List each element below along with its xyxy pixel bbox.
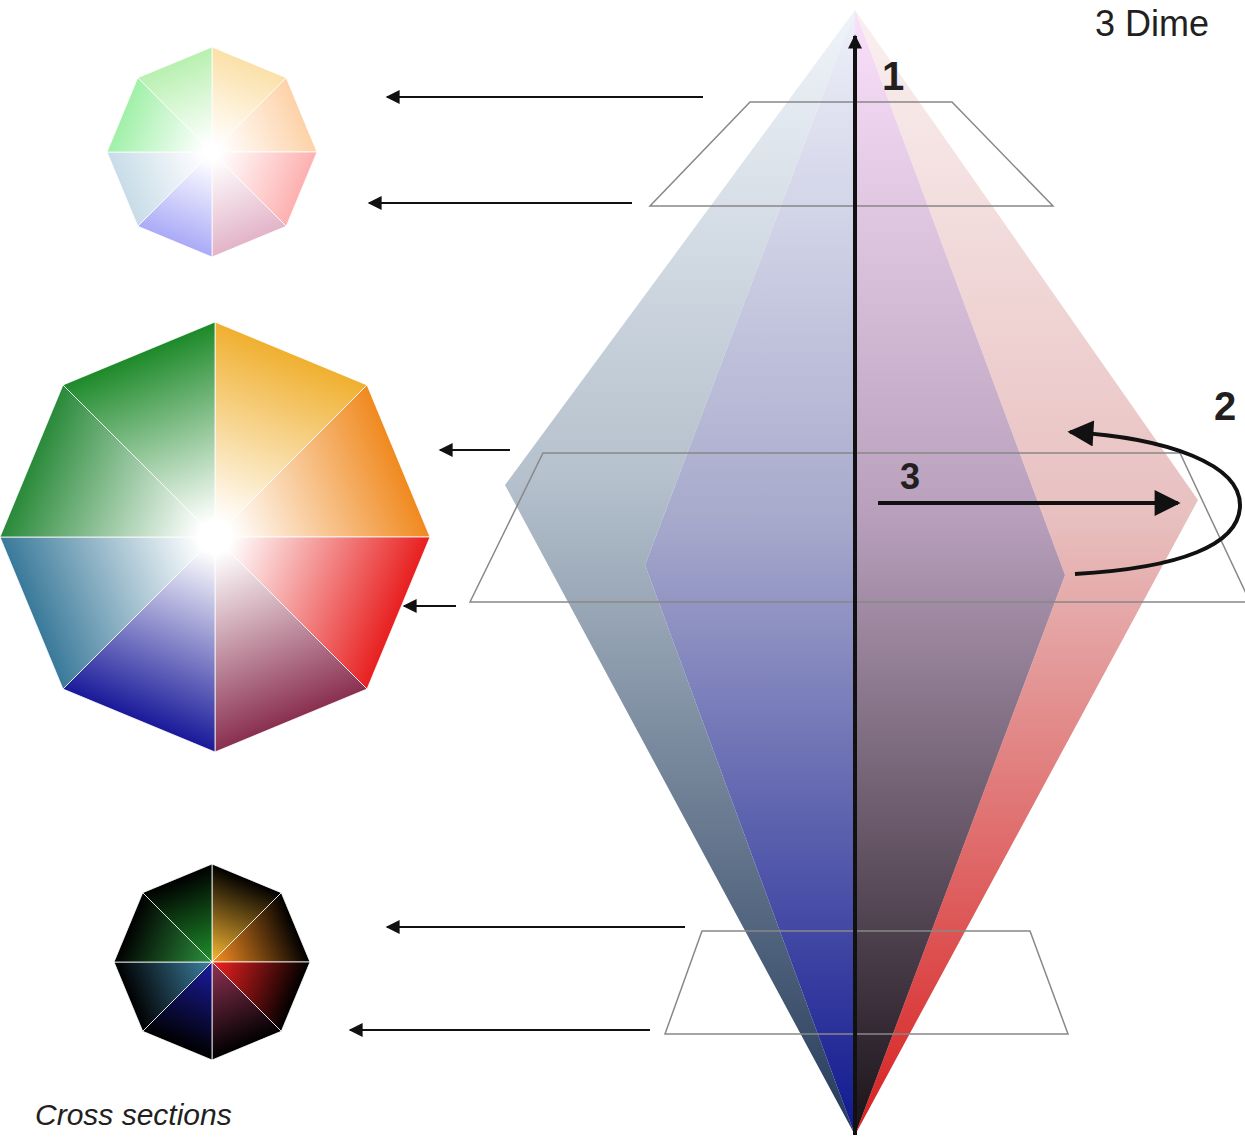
hue-wedge xyxy=(138,47,212,152)
hue-wedge xyxy=(107,152,212,226)
section-planes xyxy=(470,102,1245,1034)
hue-wedge xyxy=(212,962,281,1060)
hue-wedge xyxy=(114,962,212,1031)
hue-wedge xyxy=(212,152,286,257)
hue-wedge xyxy=(212,78,317,152)
caption-text: Cross sections xyxy=(35,1098,232,1131)
dimension-arrows xyxy=(855,36,1240,1135)
hue-wedge xyxy=(215,537,367,752)
hue-wedge xyxy=(63,322,215,537)
hue-wedge xyxy=(0,537,215,689)
cross-sections xyxy=(0,47,430,1060)
octagon-section xyxy=(0,322,430,752)
callout-number: 2 xyxy=(1214,384,1236,428)
hue-wedge xyxy=(215,385,430,537)
octagon-section xyxy=(114,864,310,1060)
callout-number: 1 xyxy=(882,54,904,98)
title-text: 3 Dime xyxy=(1095,4,1209,44)
hue-wedge xyxy=(143,864,212,962)
hue-wedge xyxy=(212,893,310,962)
callout-number: 3 xyxy=(900,457,920,497)
octagon-section xyxy=(107,47,317,257)
